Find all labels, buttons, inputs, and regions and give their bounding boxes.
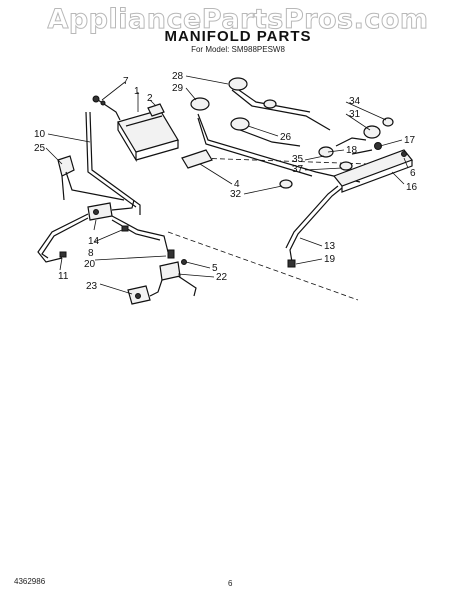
callout-35: 35 [292, 154, 304, 165]
burner-valve-part [190, 77, 277, 131]
callout-34: 34 [349, 96, 361, 107]
callout-16: 16 [406, 182, 418, 193]
supply-tube-part [37, 213, 169, 263]
page-number: 6 [228, 579, 233, 588]
callout-22: 22 [216, 272, 228, 283]
callout-5: 5 [212, 263, 218, 274]
callout-31: 31 [349, 109, 361, 120]
callout-32: 32 [230, 189, 242, 200]
callout-labels: 7 1 2 10 25 28 29 26 34 31 17 18 35 37 6… [34, 71, 418, 292]
pressure-regulator-part [87, 199, 135, 221]
callout-20: 20 [84, 259, 96, 270]
callout-10: 10 [34, 129, 46, 140]
manifold-pipe-part [197, 87, 361, 183]
elbow-tube-part [57, 155, 125, 201]
callout-37: 37 [292, 164, 304, 175]
manifold-rail-part [333, 149, 413, 193]
callout-18: 18 [346, 145, 358, 156]
callout-13: 13 [324, 241, 336, 252]
callout-25: 25 [34, 143, 46, 154]
gas-tube-part [85, 111, 141, 215]
leader-lines [45, 75, 409, 295]
callout-17: 17 [404, 135, 416, 146]
valve-stem-part [318, 137, 373, 171]
shutoff-valve-part [149, 249, 197, 297]
valve-knob-part [127, 285, 151, 305]
assembly-dashed-lines [167, 157, 399, 301]
grommet-part [279, 179, 293, 189]
document-number: 4362986 [14, 577, 46, 586]
callout-28: 28 [172, 71, 184, 82]
long-gas-tube-part [285, 185, 343, 268]
wire-lead-part [92, 95, 121, 121]
screw-part [181, 259, 187, 265]
callout-4: 4 [234, 179, 240, 190]
callout-26: 26 [280, 132, 292, 143]
igniter-module-part [117, 109, 179, 163]
bracket-part [147, 103, 165, 117]
callout-11: 11 [58, 271, 69, 282]
fitting-part [59, 225, 129, 258]
page-title: MANIFOLD PARTS [164, 28, 312, 45]
callout-29: 29 [172, 83, 184, 94]
callout-19: 19 [324, 254, 336, 265]
watermark: AppliancePartsPros.com [47, 4, 429, 36]
callout-2: 2 [147, 93, 153, 104]
orifice-bracket-part [181, 149, 213, 169]
callout-1: 1 [134, 86, 140, 97]
callout-14: 14 [88, 236, 100, 247]
model-subtitle: For Model: SM988PESW8 [191, 45, 285, 54]
callout-8: 8 [88, 248, 94, 259]
callout-6: 6 [410, 168, 416, 179]
callout-7: 7 [123, 76, 129, 87]
callout-23: 23 [86, 281, 98, 292]
